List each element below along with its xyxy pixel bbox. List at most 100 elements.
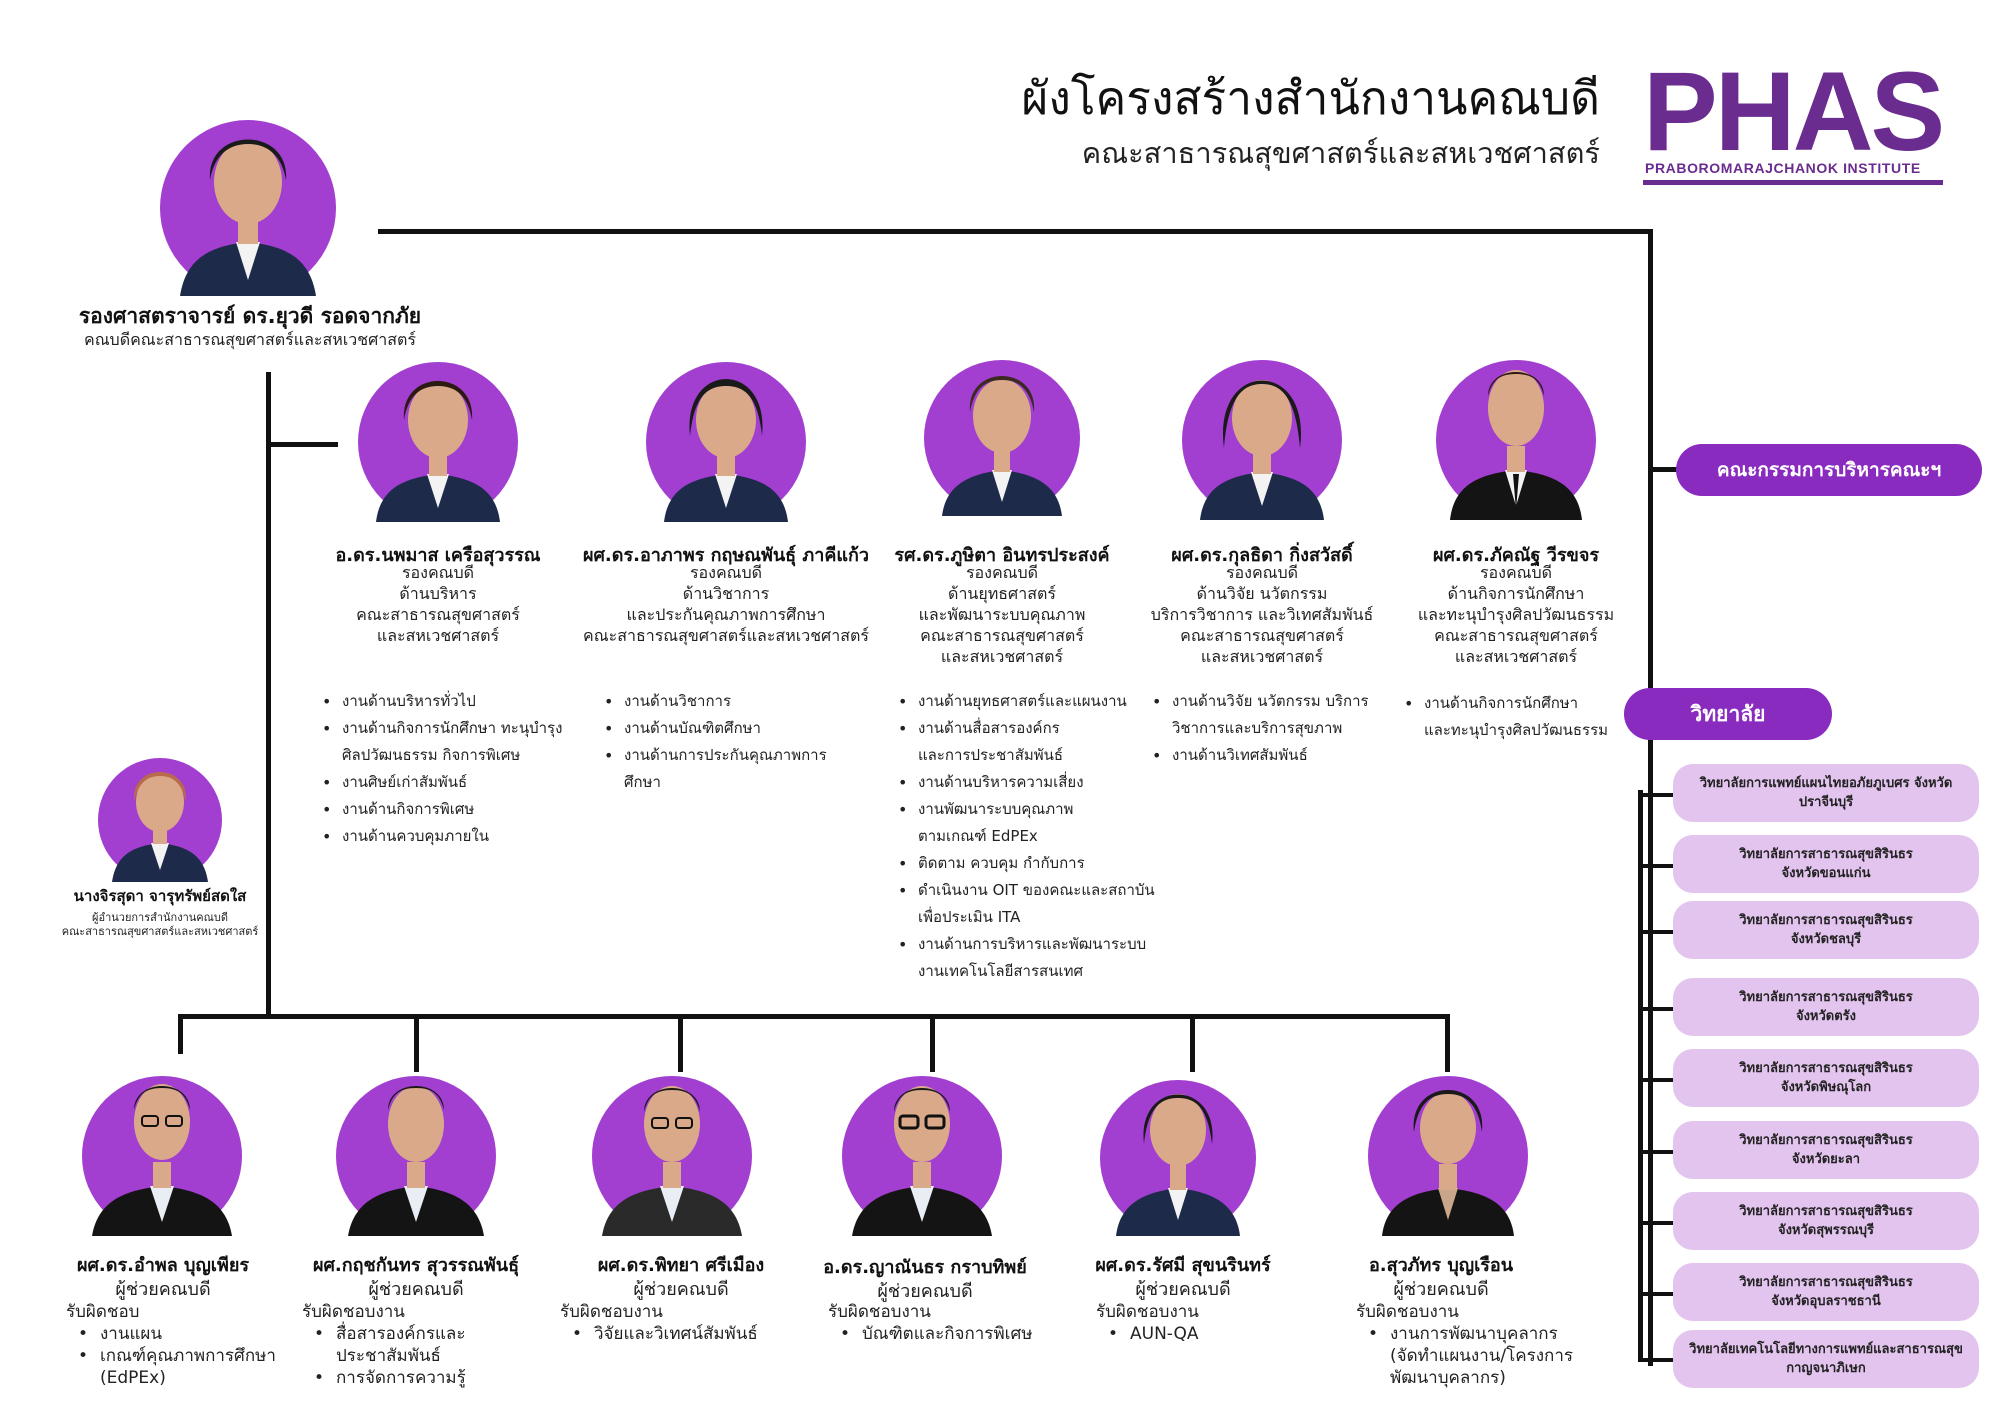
- vice-dean-duties: งานด้านวิชาการ งานด้านบัณฑิตศึกษา งานด้า…: [602, 688, 827, 796]
- assistant-photo: [1368, 1052, 1528, 1236]
- responsibility-item: วิจัยและวิเทศน์สัมพันธ์: [560, 1323, 758, 1345]
- college-tick: [1638, 1007, 1674, 1011]
- responsibility-item: AUN-QA: [1096, 1323, 1199, 1345]
- role-line: คณะสาธารณสุขศาสตร์: [1434, 626, 1598, 645]
- assistant-name: ผศ.กฤชกันทร สุวรรณพันธุ์: [312, 1255, 520, 1276]
- person-silhouette-icon: [602, 1086, 742, 1236]
- duty-item: งานด้านบัณฑิตศึกษา: [602, 715, 827, 742]
- duty-item: งานด้านวิชาการ: [602, 688, 827, 715]
- duty-item: งานศิษย์เก่าสัมพันธ์: [320, 769, 562, 796]
- vice-dean-name: รศ.ดร.ภูษิตา อินทรประสงค์: [894, 545, 1110, 566]
- assistant-name: ผศ.ดร.พิทยา ศรีเมือง: [597, 1255, 765, 1276]
- assistant-role: ผู้ช่วยคณบดี: [633, 1279, 729, 1300]
- connector-bottom: [178, 1014, 1450, 1019]
- vice-dean-role: รองคณบดี ด้านยุทธศาสตร์ และพัฒนาระบบคุณภ…: [862, 562, 1142, 667]
- college-tick: [1638, 930, 1674, 934]
- role-line: และทะนุบำรุงศิลปวัฒนธรรม: [1417, 605, 1615, 624]
- duty-item: ติดตาม ควบคุม กำกับการ: [896, 850, 1155, 877]
- college-item: วิทยาลัยการสาธารณสุขสิรินธรจังหวัดอุบลรา…: [1673, 1263, 1979, 1321]
- assistant-name: อ.ดร.ญาณันธร กราบทิพย์: [823, 1257, 1027, 1278]
- assistant-role: ผู้ช่วยคณบดี: [877, 1281, 973, 1302]
- assistant-role: ผู้ช่วยคณบดี: [1393, 1279, 1489, 1300]
- college-item: วิทยาลัยการสาธารณสุขสิรินธรจังหวัดพิษณุโ…: [1673, 1049, 1979, 1107]
- assistant-name: ผศ.ดร.รัศมี สุขนรินทร์: [1095, 1255, 1271, 1276]
- duty-item: งานด้านบริหารทั่วไป: [320, 688, 562, 715]
- duty-item: ดำเนินงาน OIT ของคณะและสถาบันเพื่อประเมิ…: [896, 877, 1155, 931]
- role-line: คณะสาธารณสุขศาสตร์: [1180, 626, 1344, 645]
- vice-dean-photo: [358, 340, 518, 522]
- person-silhouette-icon: [664, 379, 788, 522]
- role-line: รองคณบดี: [1479, 563, 1553, 582]
- role-line: และสหเวชศาสตร์: [376, 626, 500, 645]
- duty-item: งานด้านกิจการนักศึกษาและทะนุบำรุงศิลปวัฒ…: [1402, 690, 1608, 744]
- duty-item: งานด้านการบริหารและพัฒนาระบบงานเทคโนโลยี…: [896, 931, 1155, 985]
- vice-dean-photo: [1182, 338, 1342, 520]
- vice-dean-duties: งานด้านกิจการนักศึกษาและทะนุบำรุงศิลปวัฒ…: [1402, 690, 1608, 744]
- vice-dean-name: ผศ.ดร.ภัคณัฐ วีรขจร: [1432, 545, 1600, 566]
- assistant-name: อ.สุวภัทร บุญเรือน: [1368, 1255, 1514, 1276]
- vice-dean-role: รองคณบดี ด้านกิจการนักศึกษา และทะนุบำรุง…: [1376, 562, 1656, 667]
- director-name: นางจิรสุดา จารุทรัพย์สดใส: [73, 887, 247, 905]
- college-item: วิทยาลัยการสาธารณสุขสิรินธรจังหวัดขอนแก่…: [1673, 835, 1979, 893]
- role-line: รองคณบดี: [1225, 563, 1299, 582]
- role-line: และพัฒนาระบบคุณภาพ: [918, 605, 1086, 624]
- college-group-pill: วิทยาลัย: [1624, 688, 1832, 740]
- college-tick: [1638, 793, 1674, 797]
- connector-drop: [1445, 1014, 1450, 1072]
- connector-left-vertical: [266, 372, 271, 1019]
- person-silhouette-icon: [92, 1084, 232, 1236]
- vice-dean-name: อ.ดร.นพมาส เครือสุวรรณ: [335, 545, 541, 566]
- responsibility-item: การจัดการความรู้: [302, 1367, 466, 1389]
- logo-text: PHAS: [1643, 49, 1945, 174]
- person-silhouette-icon: [348, 1086, 484, 1236]
- responsibility-item: เกณฑ์คุณภาพการศึกษา(EdPEx): [66, 1345, 276, 1389]
- assistant-role: ผู้ช่วยคณบดี: [368, 1279, 464, 1300]
- person-silhouette-icon: [112, 772, 208, 882]
- college-tick: [1638, 864, 1674, 868]
- assistant-role: ผู้ช่วยคณบดี: [115, 1279, 211, 1300]
- assistant-responsibilities: รับผิดชอบงาน AUN-QA: [1096, 1301, 1199, 1345]
- duty-item: งานด้านกิจการนักศึกษา ทะนุบำรุงศิลปวัฒนธ…: [320, 715, 562, 769]
- director-title-line2: คณะสาธารณสุขศาสตร์และสหเวชศาสตร์: [61, 925, 259, 938]
- college-item: วิทยาลัยการแพทย์แผนไทยอภัยภูเบศร จังหวัด…: [1673, 764, 1979, 822]
- logo-subtext: PRABOROMARAJCHANOK INSTITUTE: [1645, 160, 1921, 176]
- duty-item: งานด้านการประกันคุณภาพการศึกษา: [602, 742, 827, 796]
- vice-dean-photo: [646, 340, 806, 522]
- connector-committee: [1650, 467, 1678, 472]
- responsibility-item: งานแผน: [66, 1323, 276, 1345]
- role-line: ด้านวิจัย นวัตกรรม: [1196, 584, 1328, 603]
- director-photo: [98, 742, 222, 882]
- connector-college-spine: [1638, 790, 1643, 1360]
- college-tick: [1638, 1358, 1674, 1362]
- connector-right-vertical: [1648, 229, 1653, 1366]
- assistant-responsibilities: รับผิดชอบ งานแผน เกณฑ์คุณภาพการศึกษา(EdP…: [66, 1301, 276, 1389]
- connector-drop: [930, 1014, 935, 1072]
- dean-name: รองศาสตราจารย์ ดร.ยุวดี รอดจากภัย: [78, 304, 422, 328]
- vice-dean-role: รองคณบดี ด้านวิชาการ และประกันคุณภาพการศ…: [566, 562, 886, 646]
- director-title: ผู้อำนวยการสำนักงานคณบดี: [92, 911, 228, 924]
- responsibility-label: รับผิดชอบงาน: [560, 1302, 663, 1322]
- assistant-photo: [336, 1060, 496, 1236]
- vice-dean-name: ผศ.ดร.อาภาพร กฤษณพันธุ์ ภาคีแก้ว: [582, 545, 870, 566]
- connector-top: [378, 229, 1653, 234]
- assistant-responsibilities: รับผิดชอบงาน บัณฑิตและกิจการพิเศษ: [828, 1301, 1032, 1345]
- person-silhouette-icon: [1116, 1094, 1240, 1236]
- connector-drop: [1190, 1014, 1195, 1072]
- college-tick: [1638, 1221, 1674, 1225]
- vice-dean-photo: [924, 338, 1080, 516]
- duty-item: งานด้านกิจการพิเศษ: [320, 796, 562, 823]
- responsibility-label: รับผิดชอบงาน: [1096, 1302, 1199, 1322]
- college-item: วิทยาลัยการสาธารณสุขสิรินธรจังหวัดตรัง: [1673, 978, 1979, 1036]
- college-item: วิทยาลัยการสาธารณสุขสิรินธรจังหวัดชลบุรี: [1673, 901, 1979, 959]
- person-silhouette-icon: [942, 376, 1062, 516]
- role-line: รองคณบดี: [965, 563, 1039, 582]
- page-subtitle: คณะสาธารณสุขศาสตร์และสหเวชศาสตร์: [1081, 136, 1600, 170]
- assistant-photo: [592, 1054, 752, 1236]
- person-silhouette-icon: [1450, 370, 1582, 520]
- college-tick: [1638, 1078, 1674, 1082]
- role-line: รองคณบดี: [401, 563, 475, 582]
- college-item: วิทยาลัยเทคโนโลยีทางการแพทย์และสาธารณสุข…: [1673, 1330, 1979, 1388]
- role-line: รองคณบดี: [689, 563, 763, 582]
